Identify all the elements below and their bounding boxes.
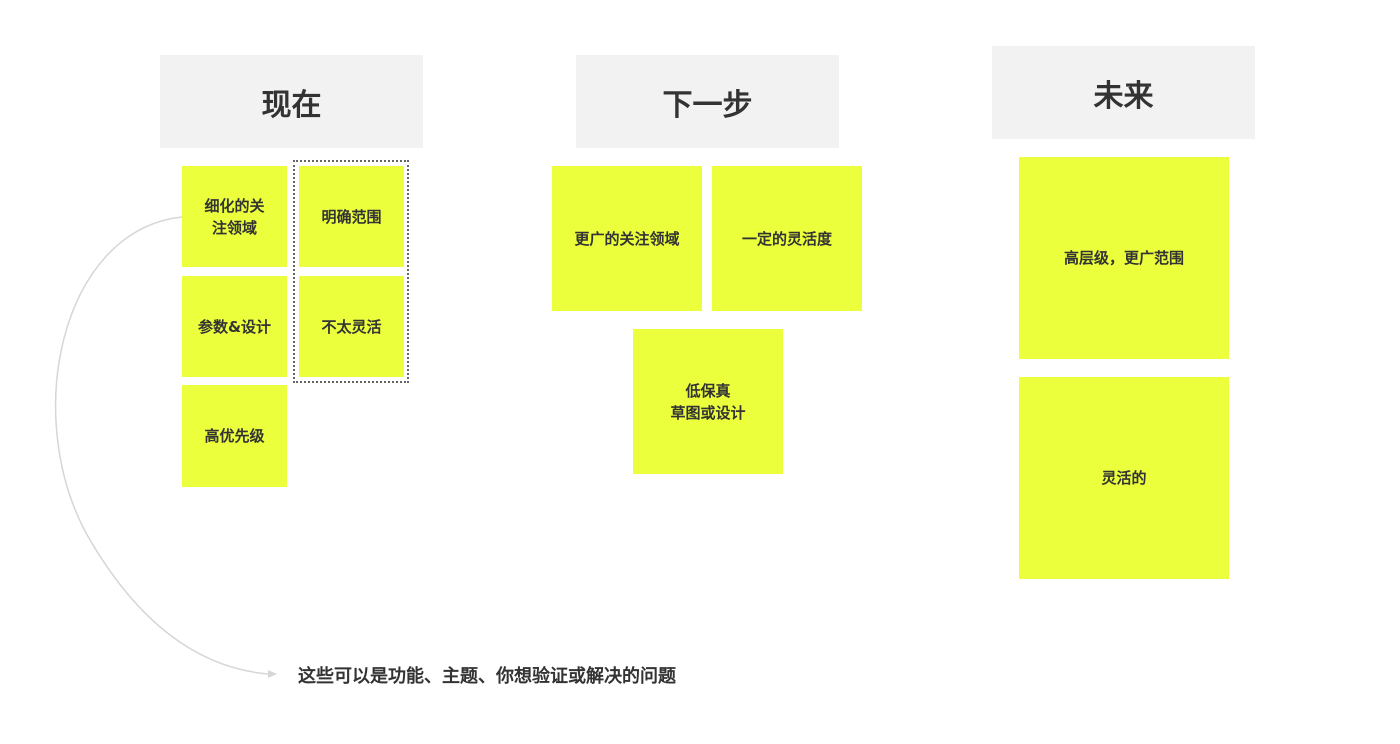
dotted-group-frame[interactable] <box>293 160 409 383</box>
caption-text: 这些可以是功能、主题、你想验证或解决的问题 <box>298 666 676 687</box>
arrowhead-icon <box>268 670 277 678</box>
sticky-note[interactable]: 不太灵活 <box>299 276 404 377</box>
sticky-note[interactable]: 参数&设计 <box>182 276 287 377</box>
sticky-note[interactable]: 明确范围 <box>299 166 404 267</box>
column-header-future: 未来 <box>992 46 1255 139</box>
sticky-note[interactable]: 更广的关注领域 <box>552 166 702 311</box>
sticky-note[interactable]: 灵活的 <box>1019 377 1229 579</box>
sticky-note[interactable]: 高层级，更广范围 <box>1019 157 1229 359</box>
sticky-note[interactable]: 一定的灵活度 <box>712 166 862 311</box>
column-header-now: 现在 <box>160 55 423 148</box>
sticky-note[interactable]: 细化的关 注领域 <box>182 166 287 267</box>
sticky-note[interactable]: 高优先级 <box>182 385 287 487</box>
column-header-next: 下一步 <box>576 55 839 148</box>
sticky-note[interactable]: 低保真 草图或设计 <box>633 329 783 474</box>
